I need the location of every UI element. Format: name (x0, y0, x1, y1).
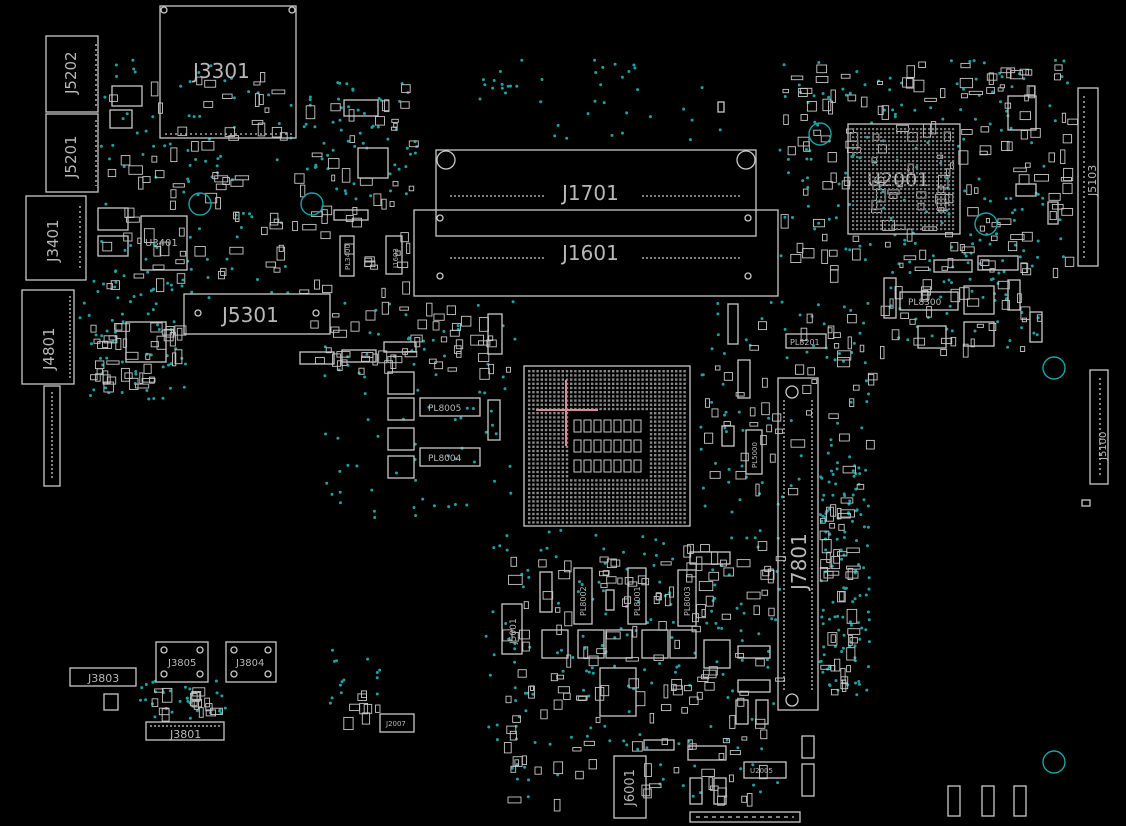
connector-j3401[interactable]: J3401 (25, 195, 87, 281)
inductor-pl3400[interactable]: PL3400 (339, 235, 355, 277)
misc-components[interactable] (103, 85, 1091, 817)
cpu-bga-socket[interactable] (523, 365, 691, 527)
label-j5202: J5202 (62, 51, 80, 95)
label-j5301: J5301 (220, 303, 279, 327)
label-pl8003: PL8003 (683, 586, 692, 616)
label-j2007: J2007 (385, 720, 406, 728)
label-j4801: J4801 (40, 327, 58, 371)
component-u2005[interactable]: U2005 (743, 761, 787, 779)
inductor-pl8300[interactable]: PL8300 (899, 291, 959, 311)
component-j2007[interactable]: J2007 (379, 713, 415, 733)
label-j3805: J3805 (167, 658, 196, 669)
connector-j5001[interactable]: J5001 (501, 603, 523, 655)
label-pl3400: PL3400 (344, 244, 352, 270)
mounting-holes (188, 122, 1066, 774)
label-pl8005: PL8005 (428, 404, 461, 414)
inductor-pl8001[interactable]: PL8001 (627, 567, 647, 625)
connector-j5201[interactable]: J5201 (45, 113, 99, 193)
connector-j3803[interactable]: J3803 (69, 667, 137, 687)
chip-u3401[interactable]: U3401 (140, 215, 188, 271)
connector-j3801[interactable]: J3801 (145, 721, 225, 741)
connector-j5103[interactable]: J5103 (1077, 87, 1099, 267)
connector-j4801[interactable]: J4801 (21, 289, 75, 487)
mosfet-row-left[interactable] (387, 371, 415, 479)
label-j3803: J3803 (87, 672, 119, 685)
crosshair-cursor (536, 380, 598, 446)
label-j5001: J5001 (509, 618, 519, 645)
connector-j5202[interactable]: J5202 (45, 35, 99, 113)
mosfet-group-left[interactable] (125, 147, 389, 363)
label-j1601: J1601 (560, 241, 619, 265)
component-j1603[interactable]: J1603 (385, 235, 403, 275)
label-pl5000: PL5000 (751, 442, 759, 468)
label-j5201: J5201 (62, 135, 80, 179)
mosfet-group-right[interactable] (963, 95, 1037, 347)
label-pl8004: PL8004 (428, 454, 462, 464)
connector-j1701[interactable]: J1701 (435, 149, 757, 237)
connector-j6001[interactable]: J6001 (613, 755, 647, 819)
label-j5100: J5100 (1098, 432, 1109, 461)
connector-j3805[interactable]: J3805 (155, 641, 209, 683)
inductor-pl8005[interactable]: PL8005 (419, 397, 481, 417)
u2001-ball-grid (852, 128, 955, 231)
inductor-pl8003[interactable]: PL8003 (677, 569, 697, 627)
connector-j3804[interactable]: J3804 (225, 641, 277, 683)
mosfet-row-bottom[interactable] (541, 629, 731, 717)
label-j3301: J3301 (191, 59, 250, 83)
label-u3401: U3401 (145, 238, 178, 249)
label-j3401: J3401 (44, 219, 62, 263)
connector-j5301[interactable]: J5301 (183, 293, 331, 335)
label-pl8300: PL8300 (908, 298, 942, 308)
bottom-edge-connector[interactable] (689, 811, 801, 823)
label-j1603: J1603 (392, 248, 400, 269)
inductor-pl8201[interactable]: PL8201 (785, 333, 827, 349)
label-u2005: U2005 (750, 767, 773, 775)
label-j3804: J3804 (235, 658, 264, 669)
connector-j3301[interactable]: J3301 (159, 5, 297, 139)
connector-j1601[interactable]: J1601 (413, 209, 779, 297)
label-j7801: J7801 (787, 533, 811, 592)
label-j3801: J3801 (169, 728, 201, 741)
label-pl8002: PL8002 (579, 586, 588, 616)
inductor-pl8004[interactable]: PL8004 (419, 447, 481, 467)
component-u3401-side-a[interactable] (97, 207, 129, 231)
connector-j5100[interactable]: J5100 (1089, 369, 1109, 485)
component-pl-top-small[interactable] (343, 99, 379, 117)
component-u3401-side-b[interactable] (97, 235, 129, 257)
label-j6001: J6001 (623, 769, 638, 807)
connector-j7801[interactable]: J7801 (777, 377, 819, 711)
cpu-ball-grid (528, 370, 686, 524)
inductor-pl8002[interactable]: PL8002 (573, 567, 593, 625)
label-j1701: J1701 (560, 181, 619, 205)
label-j5103: J5103 (1086, 165, 1099, 197)
inductor-pl5000[interactable]: PL5000 (745, 429, 763, 475)
label-pl8001: PL8001 (633, 586, 642, 616)
label-pl8201: PL8201 (790, 338, 820, 347)
